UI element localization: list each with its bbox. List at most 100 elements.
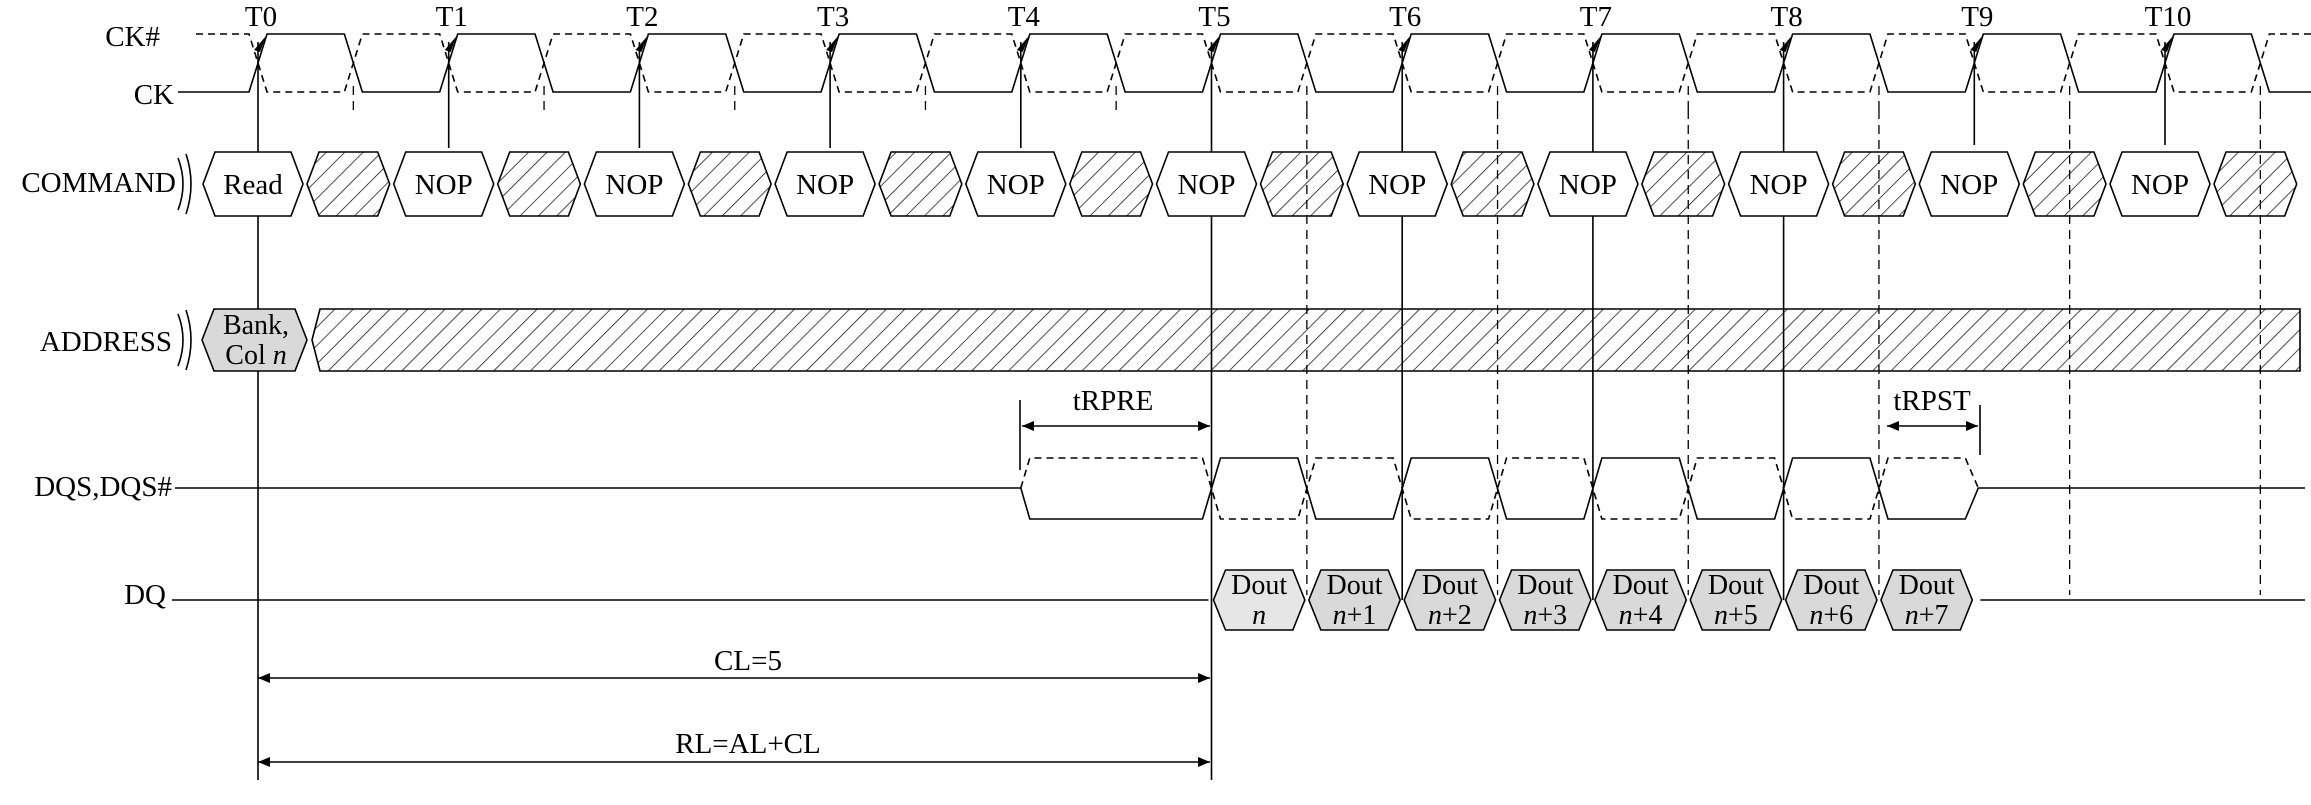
clock-label-t3: T3: [817, 1, 849, 33]
dq-dout-label-4: Dout: [1613, 570, 1669, 601]
dq-dout-offset-3: +3: [1537, 600, 1567, 631]
dq-dout-slot-7: [1880, 569, 1974, 631]
address-bus: Bank,Col n: [177, 308, 2301, 372]
address-bus-start-2: [177, 313, 184, 367]
command-slot-4: [964, 151, 1067, 217]
command-slot-9: [1918, 151, 2021, 217]
command-dontcare-4: [1068, 151, 1154, 217]
dq-dout-index-4: n+4: [1619, 600, 1663, 631]
clock-label-t0: T0: [245, 1, 277, 33]
ck-rise-arrow-3: [826, 36, 839, 52]
command-slot-2: [583, 151, 686, 217]
ck-rise-arrow-8: [1779, 36, 1792, 52]
dq-dout-slot-3: [1498, 569, 1592, 631]
command-dontcare-3: [878, 151, 963, 217]
dq-dout-slot-4: [1594, 569, 1688, 631]
dq-dout-slot-1: [1307, 569, 1402, 631]
command-dontcare-8: [1831, 151, 1917, 217]
ck-rise-arrow-1: [444, 36, 457, 52]
dqs-n-trace: [1020, 457, 1980, 520]
trpre-annotation: tRPRE: [1019, 385, 1210, 470]
command-label-8: NOP: [1750, 169, 1808, 201]
command-slot-5: [1155, 151, 1258, 217]
cl-label: CL=5: [714, 645, 782, 677]
dq-dout-index-0: n: [1252, 600, 1266, 631]
command-label-4: NOP: [987, 169, 1045, 201]
dq-dout-index-3: n+3: [1523, 600, 1567, 631]
ck-rise-arrow-7: [1588, 36, 1601, 52]
command-slot-7: [1537, 151, 1639, 217]
dq-dout-slot-0: [1212, 569, 1306, 631]
ck-rise-arrow-2: [635, 36, 648, 52]
dq-dout-label-0: Dout: [1231, 570, 1287, 601]
dq-dout-var-6: n: [1809, 600, 1823, 631]
dq-dout-label-6: Dout: [1803, 570, 1859, 601]
command-dontcare-6: [1450, 151, 1535, 217]
dq-dout-offset-7: +7: [1919, 600, 1949, 631]
dq-dout-slot-5: [1689, 569, 1783, 631]
dq-dout-offset-5: +5: [1728, 600, 1758, 631]
trpre-label: tRPRE: [1073, 385, 1154, 417]
ck-rise-arrow-10: [2161, 36, 2173, 52]
command-bus-start: [185, 153, 192, 215]
command-slot-10: [2109, 151, 2211, 217]
ck-rise-arrow-4: [1016, 36, 1029, 52]
address-col-var: n: [273, 340, 287, 371]
command-label-1: NOP: [415, 169, 473, 201]
command-slot-3: [774, 151, 876, 217]
cl-annotation: CL=5: [258, 645, 1210, 683]
command-label-9: NOP: [1940, 169, 1998, 201]
command-dontcare-5: [1259, 151, 1345, 217]
dq-bus: DoutnDoutn+1Doutn+2Doutn+3Doutn+4Doutn+5…: [172, 569, 2305, 631]
command-label-10: NOP: [2131, 169, 2189, 201]
dq-dout-offset-2: +2: [1442, 600, 1472, 631]
dq-dout-label-2: Dout: [1422, 570, 1478, 601]
dq-dout-label-7: Dout: [1899, 570, 1955, 601]
command-dontcare-0: [306, 151, 391, 217]
ck-waveform: [178, 33, 2311, 93]
ck-n-trace: [196, 33, 2311, 93]
dq-dout-slot-2: [1403, 569, 1497, 631]
ck-rise-arrow-0: [254, 36, 266, 52]
command-label-5: NOP: [1177, 169, 1235, 201]
command-slot-0: [202, 151, 304, 217]
signal-label-dq: DQ: [124, 579, 166, 611]
signal-label-ck-n: CK#: [105, 21, 160, 53]
dq-dout-var-2: n: [1428, 600, 1442, 631]
ck-trace: [178, 33, 2311, 93]
signal-label-command: COMMAND: [21, 167, 176, 199]
clock-label-t8: T8: [1770, 1, 1802, 33]
clock-label-t10: T10: [2145, 1, 2192, 33]
dqs-waveform: [175, 457, 2305, 520]
dq-dout-index-7: n+7: [1905, 600, 1949, 631]
clock-label-t1: T1: [436, 1, 468, 33]
dq-dout-index-2: n+2: [1428, 600, 1472, 631]
signal-label-ck: CK: [134, 79, 174, 111]
ck-rise-arrow-6: [1398, 36, 1411, 52]
dq-dout-label-5: Dout: [1708, 570, 1764, 601]
clock-label-t7: T7: [1580, 1, 1612, 33]
command-slot-1: [392, 151, 495, 217]
command-dontcare-2: [687, 151, 772, 217]
command-slot-8: [1727, 151, 1830, 217]
dq-dout-slot-6: [1784, 569, 1878, 631]
ck-rise-arrow-5: [1207, 36, 1220, 52]
rl-annotation: RL=AL+CL: [258, 728, 1210, 767]
clock-label-t9: T9: [1961, 1, 1993, 33]
dq-dout-offset-6: +6: [1823, 600, 1853, 631]
dq-dout-index-6: n+6: [1809, 600, 1853, 631]
rl-label: RL=AL+CL: [675, 728, 820, 760]
signal-label-address: ADDRESS: [40, 326, 172, 358]
clock-label-t6: T6: [1389, 1, 1421, 33]
dq-dout-var-3: n: [1523, 600, 1537, 631]
dq-dout-index-5: n+5: [1714, 600, 1758, 631]
command-dontcare-7: [1641, 151, 1726, 217]
command-dontcare-1: [496, 151, 582, 217]
dq-dout-var-7: n: [1905, 600, 1919, 631]
address-dontcare: [311, 308, 2301, 372]
dq-dout-offset-1: +1: [1347, 600, 1377, 631]
dq-dout-var-4: n: [1619, 600, 1633, 631]
ck-rise-arrow-9: [1970, 36, 1983, 52]
